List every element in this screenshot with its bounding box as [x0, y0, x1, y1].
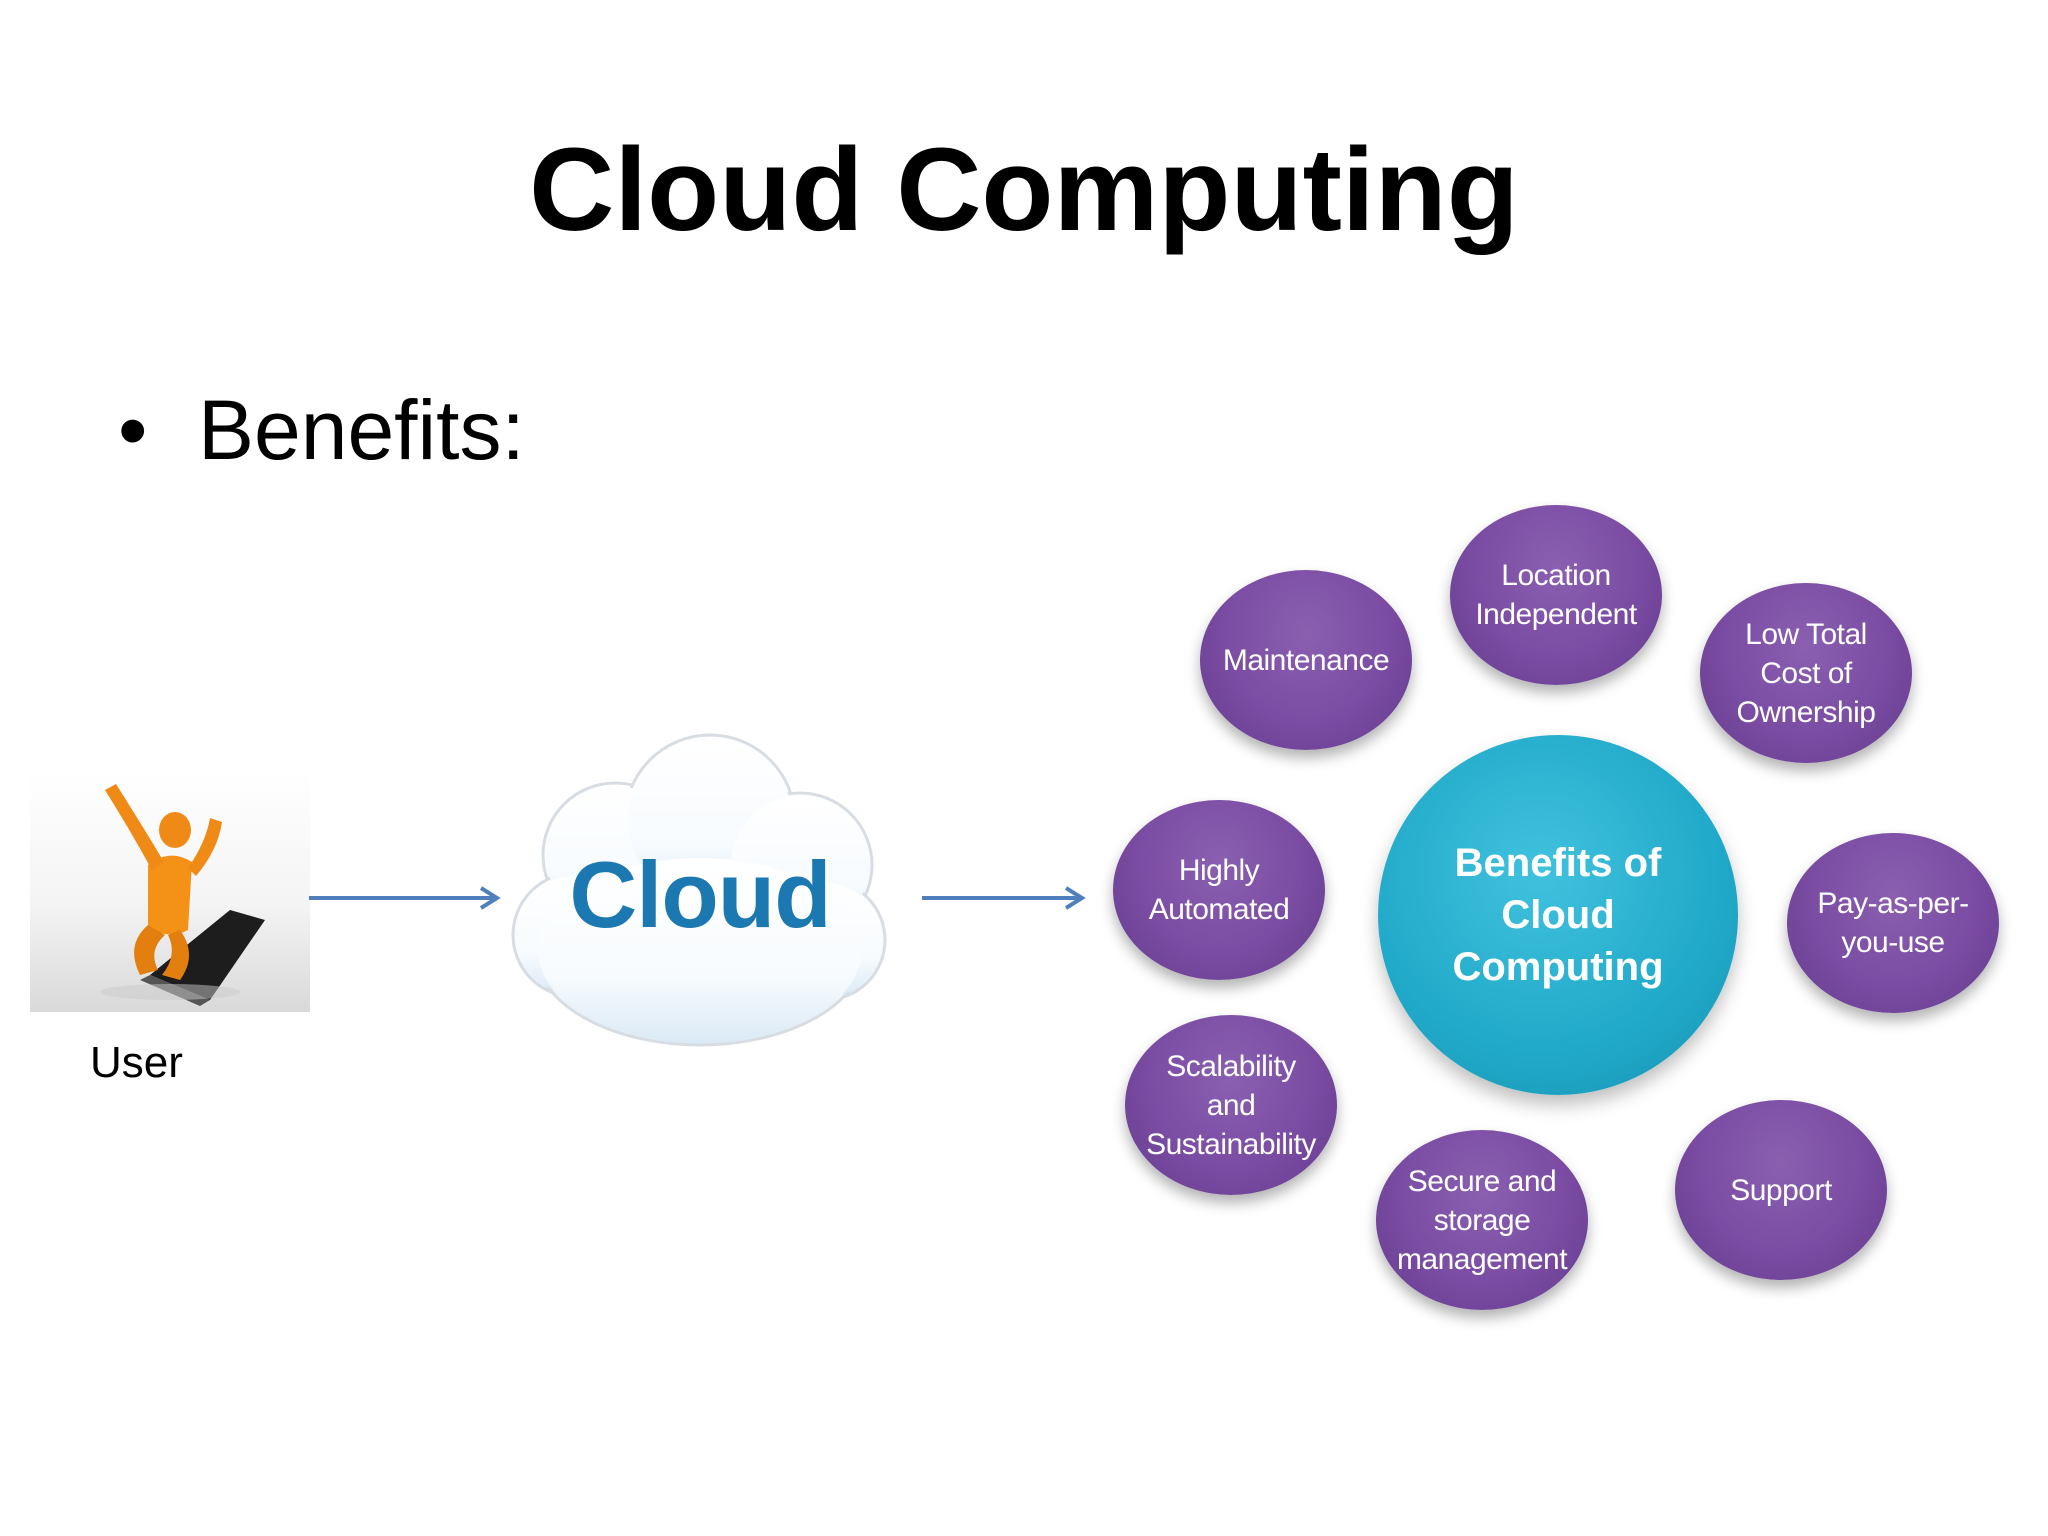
benefit-label: Low Total Cost of Ownership	[1736, 617, 1876, 729]
bullet-marker: •	[118, 383, 148, 477]
benefits-hub: Benefits of Cloud Computing	[1378, 735, 1738, 1095]
benefit-node-highly-automated: Highly Automated	[1113, 800, 1325, 980]
benefit-node-pay-as-per-you-use: Pay-as-per-you-use	[1787, 833, 1999, 1013]
benefit-node-low-total-cost: Low Total Cost of Ownership	[1700, 583, 1912, 763]
benefit-label: Scalability and Sustainability	[1146, 1049, 1316, 1161]
arrow-right-icon	[309, 886, 501, 910]
benefit-label: Secure and storage management	[1396, 1164, 1568, 1276]
benefit-label: Pay-as-per-you-use	[1817, 887, 1969, 959]
benefit-node-location-independent: Location Independent	[1450, 505, 1662, 685]
user-image	[30, 770, 310, 1012]
slide-title: Cloud Computing	[529, 124, 1519, 256]
cloud-icon	[511, 733, 887, 1047]
user-label: User	[90, 1038, 183, 1087]
benefit-label: Support	[1730, 1173, 1832, 1207]
cloud-label: Cloud	[569, 842, 831, 947]
arrow-right-icon	[922, 886, 1086, 910]
bullet-item: • Benefits:	[118, 380, 525, 480]
benefit-node-scalability: Scalability and Sustainability	[1125, 1015, 1337, 1195]
benefit-node-maintenance: Maintenance	[1200, 570, 1412, 750]
benefit-label: Maintenance	[1222, 643, 1390, 677]
user-figure-icon	[100, 784, 265, 1006]
benefit-label: Highly Automated	[1148, 854, 1290, 926]
benefits-hub-label: Benefits of Cloud Computing	[1452, 841, 1664, 989]
bullet-text: Benefits:	[198, 383, 525, 477]
benefit-node-support: Support	[1675, 1100, 1887, 1280]
benefit-node-secure-storage: Secure and storage management	[1376, 1130, 1588, 1310]
benefit-label: Location Independent	[1475, 559, 1637, 631]
